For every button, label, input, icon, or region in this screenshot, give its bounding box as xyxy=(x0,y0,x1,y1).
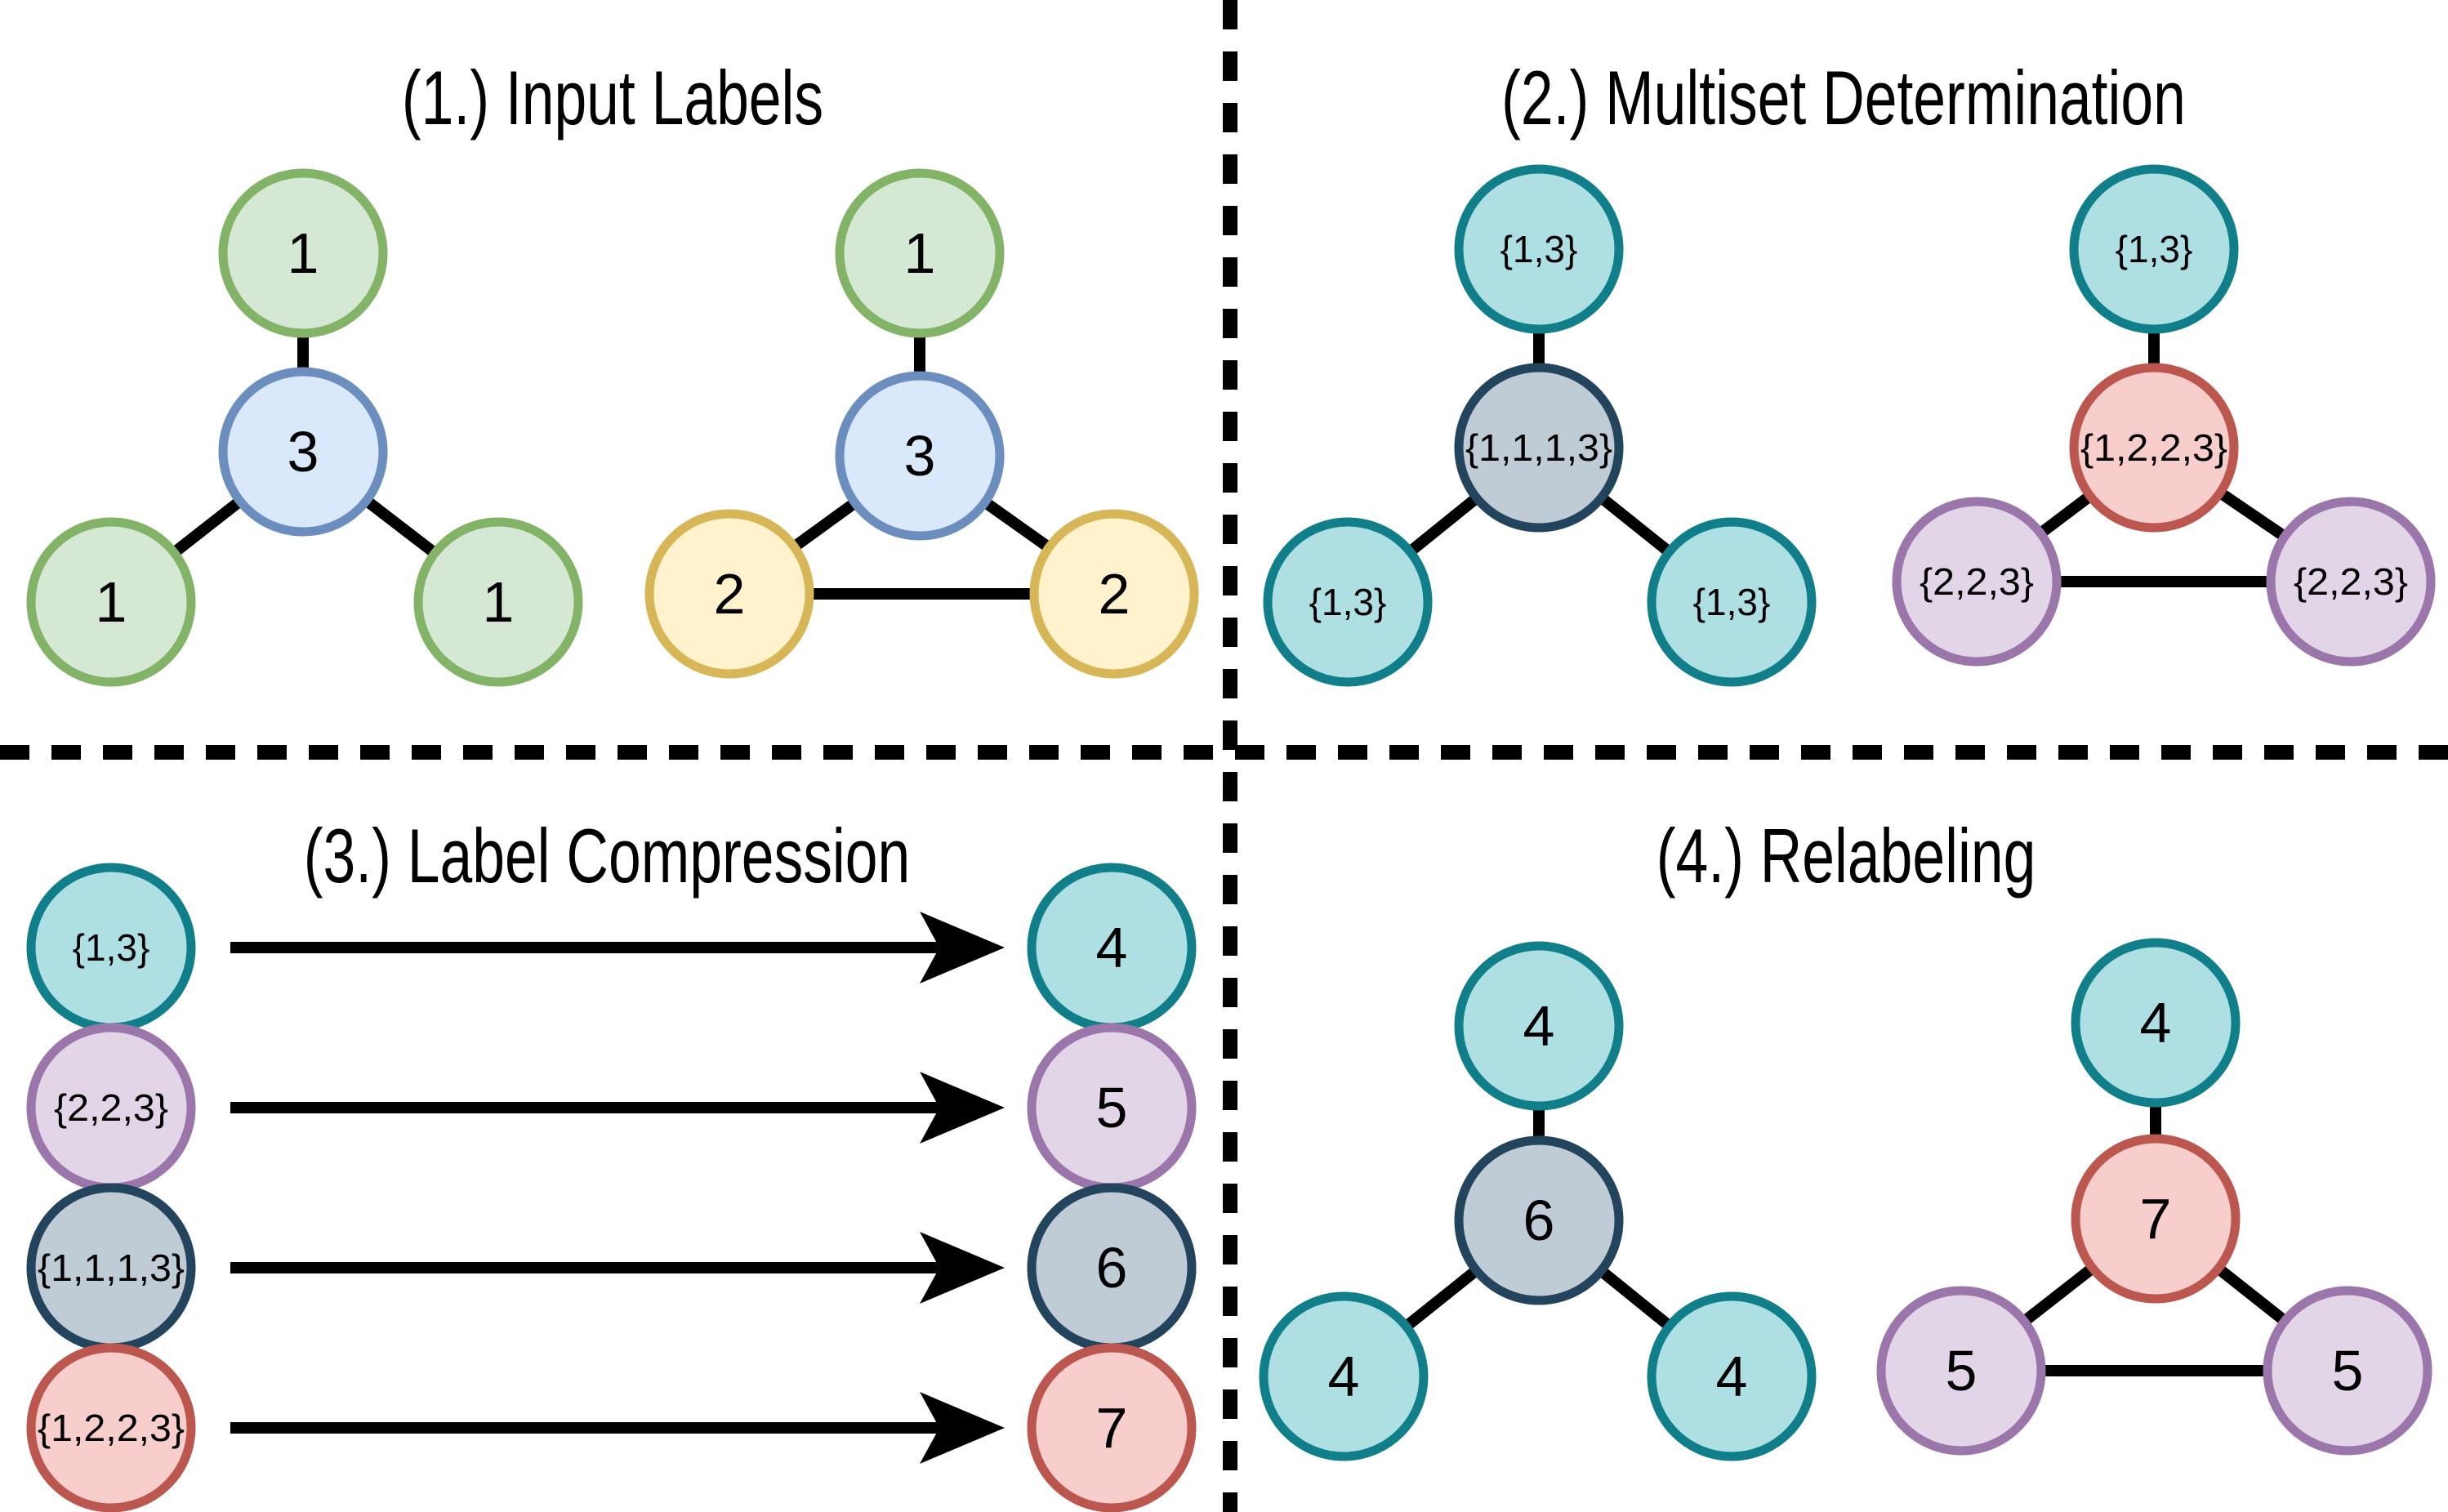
graph-node-label: 4 xyxy=(1716,1345,1748,1408)
graph-node-red xyxy=(2071,1134,2241,1304)
graph-node-purple xyxy=(1876,1286,2046,1456)
graph-node-teal xyxy=(1454,941,1624,1111)
graph-node-yellow xyxy=(1029,509,1199,679)
graph-node-label: {1,1,1,3} xyxy=(38,1247,185,1289)
graph-node-label: 2 xyxy=(714,562,746,626)
graph-node-green xyxy=(835,168,1005,338)
graph-node-label: 7 xyxy=(2140,1187,2172,1251)
graph-node-green xyxy=(413,517,583,687)
graph-node-label: 1 xyxy=(96,570,127,634)
graph-node-label: {1,1,1,3} xyxy=(1465,426,1612,469)
graph-node-slate xyxy=(1454,1135,1624,1305)
arrowhead-icon xyxy=(920,912,1005,983)
graph-node-label: 4 xyxy=(1096,916,1128,979)
graph-node-label: 5 xyxy=(2332,1339,2364,1403)
graph-node-teal xyxy=(1263,517,1433,687)
graph-node-label: 5 xyxy=(1946,1339,1978,1403)
graph-node-label: 1 xyxy=(904,221,936,285)
graph-node-blue xyxy=(218,367,388,537)
graph-node-label: {1,3} xyxy=(1693,581,1771,623)
graph-relabel-star: 4 6 4 4 xyxy=(1259,941,1817,1461)
graph-relabel-triangle: 4 7 5 5 xyxy=(1876,938,2432,1456)
arrowhead-icon xyxy=(920,1072,1005,1144)
graph-node-label: 2 xyxy=(1099,562,1130,626)
graph-node-label: 4 xyxy=(1523,994,1555,1058)
mapping-row-7: {1,2,2,3} 7 xyxy=(26,1343,1197,1512)
graph-node-label: {1,2,2,3} xyxy=(38,1407,185,1449)
graph-node-label: 3 xyxy=(288,420,319,484)
graph-node-label: 1 xyxy=(288,221,319,285)
panel-title-relabeling: (4.) Relabeling xyxy=(1656,813,2036,899)
graph-node-label: 7 xyxy=(1096,1396,1128,1460)
graph-node-green xyxy=(218,168,388,338)
graph-node-yellow xyxy=(644,509,814,679)
graph-node-teal xyxy=(1647,1291,1817,1461)
graph-node-blue xyxy=(835,371,1005,541)
graph-node-green xyxy=(26,517,196,687)
graph-node-teal xyxy=(1454,164,1624,334)
graph-node-red xyxy=(1027,1343,1197,1512)
graph-node-label: 4 xyxy=(2140,991,2172,1055)
panel-title-multiset-determination: (2.) Multiset Determination xyxy=(1501,55,2186,140)
panel-title-label-compression: (3.) Label Compression xyxy=(303,813,911,899)
graph-node-label: 5 xyxy=(1096,1076,1128,1140)
graph-node-label: {1,3} xyxy=(1309,581,1387,623)
graph-node-label: {1,2,2,3} xyxy=(2080,426,2227,469)
graph-multiset-star: {1,3} {1,1,1,3} {1,3} {1,3} xyxy=(1263,164,1817,687)
graph-multiset-triangle: {1,3} {1,2,2,3} {2,2,3} {2,2,3} xyxy=(1892,164,2436,667)
arrowhead-icon xyxy=(920,1232,1005,1304)
mapping-row-6: {1,1,1,3} 6 xyxy=(26,1183,1197,1353)
graph-node-slate xyxy=(1454,363,1624,533)
graph-node-label: {2,2,3} xyxy=(1920,560,2034,603)
graph-node-red xyxy=(26,1343,196,1512)
mapping-row-4: {1,3} 4 xyxy=(26,863,1197,1033)
graph-node-label: 6 xyxy=(1096,1236,1128,1300)
graph-node-red xyxy=(2069,363,2239,533)
mapping-row-5: {2,2,3} 5 xyxy=(26,1023,1197,1193)
graph-node-label: {2,2,3} xyxy=(2294,560,2408,603)
graph-node-teal xyxy=(1259,1291,1429,1461)
graph-node-label: 6 xyxy=(1523,1189,1555,1252)
graph-node-teal xyxy=(2071,938,2241,1108)
graph-node-purple xyxy=(1892,497,2062,667)
graph-node-label: {1,3} xyxy=(73,926,150,969)
graph-node-teal xyxy=(1647,517,1817,687)
graph-node-purple xyxy=(2266,497,2436,667)
graph-input-star: 1 3 1 1 xyxy=(26,168,583,687)
panel-title-input-labels: (1.) Input Labels xyxy=(401,55,824,140)
graph-node-label: {2,2,3} xyxy=(54,1086,168,1129)
graph-node-teal xyxy=(2069,164,2239,334)
graph-node-label: 3 xyxy=(904,424,936,488)
arrowhead-icon xyxy=(920,1392,1005,1464)
graph-input-triangle: 1 3 2 2 xyxy=(644,168,1199,679)
graph-node-label: 1 xyxy=(483,570,515,634)
graph-node-label: 4 xyxy=(1328,1345,1360,1408)
graph-node-label: {1,3} xyxy=(1500,228,1578,270)
graph-node-purple xyxy=(2263,1286,2432,1456)
graph-node-label: {1,3} xyxy=(2116,228,2193,270)
